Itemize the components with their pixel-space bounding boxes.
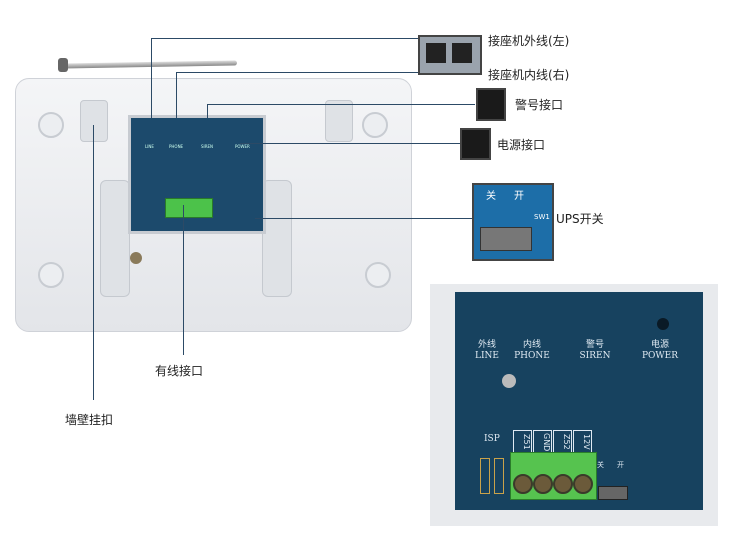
callout-line [240,143,460,144]
terminal-screw [553,474,573,494]
rib [262,180,292,297]
callout-line [255,218,472,219]
callout-line [207,104,475,105]
wall-hook-slot [325,100,353,142]
callout-line [183,205,184,355]
terminal-label: GND [533,430,552,454]
label-line-out: 接座机外线(左) [488,34,570,48]
label-power: 电源接口 [497,138,546,152]
terminal-label: Z51 [513,430,532,454]
label-siren: 警号接口 [515,98,564,112]
isp-header [480,458,490,494]
pcb-label-power: POWER [235,144,250,149]
callout-line [151,38,419,39]
inset-screw [502,374,516,388]
label-wall-hook: 墙壁挂扣 [65,413,114,427]
inset-switch-off: 关 [597,461,604,469]
screw [130,252,142,264]
terminal-screw [533,474,553,494]
rib [100,180,130,297]
ups-switch-image: 关 开 SW1 [472,183,554,261]
callout-line [93,125,94,400]
power-jack-hole [657,318,669,330]
wall-hook-slot [80,100,108,142]
mount-hole [38,262,64,288]
antenna [61,60,238,69]
terminal-block-small [165,198,213,218]
label-wired: 有线接口 [155,364,204,378]
mount-hole [365,262,391,288]
antenna-base [58,58,68,72]
callout-line [176,72,177,118]
switch-off-label: 关 [486,191,496,202]
pcb-label-siren: SIREN [201,144,214,149]
mount-hole [38,112,64,138]
terminal-screw [573,474,593,494]
rj11-jacks-image [418,35,482,75]
ups-slide-switch [598,486,628,500]
callout-line [176,72,419,73]
switch-on-label: 开 [514,191,524,202]
inset-switch-on: 开 [617,461,624,469]
terminal-label: Z52 [553,430,572,454]
pcb-label-phone: PHONE [169,144,184,149]
isp-label: ISP [484,434,500,444]
terminal-label: 12V [573,430,592,454]
label-ups: UPS开关 [556,212,604,226]
mount-hole [362,112,388,138]
isp-header [494,458,504,494]
terminal-screw [513,474,533,494]
callout-line [207,104,208,118]
pcb-label-line: LINE [145,144,154,149]
power-jack-image [460,128,491,160]
label-line-in: 接座机内线(右) [488,68,570,82]
callout-line [151,38,152,118]
switch-id-label: SW1 [534,213,550,221]
siren-jack-image [476,88,506,121]
